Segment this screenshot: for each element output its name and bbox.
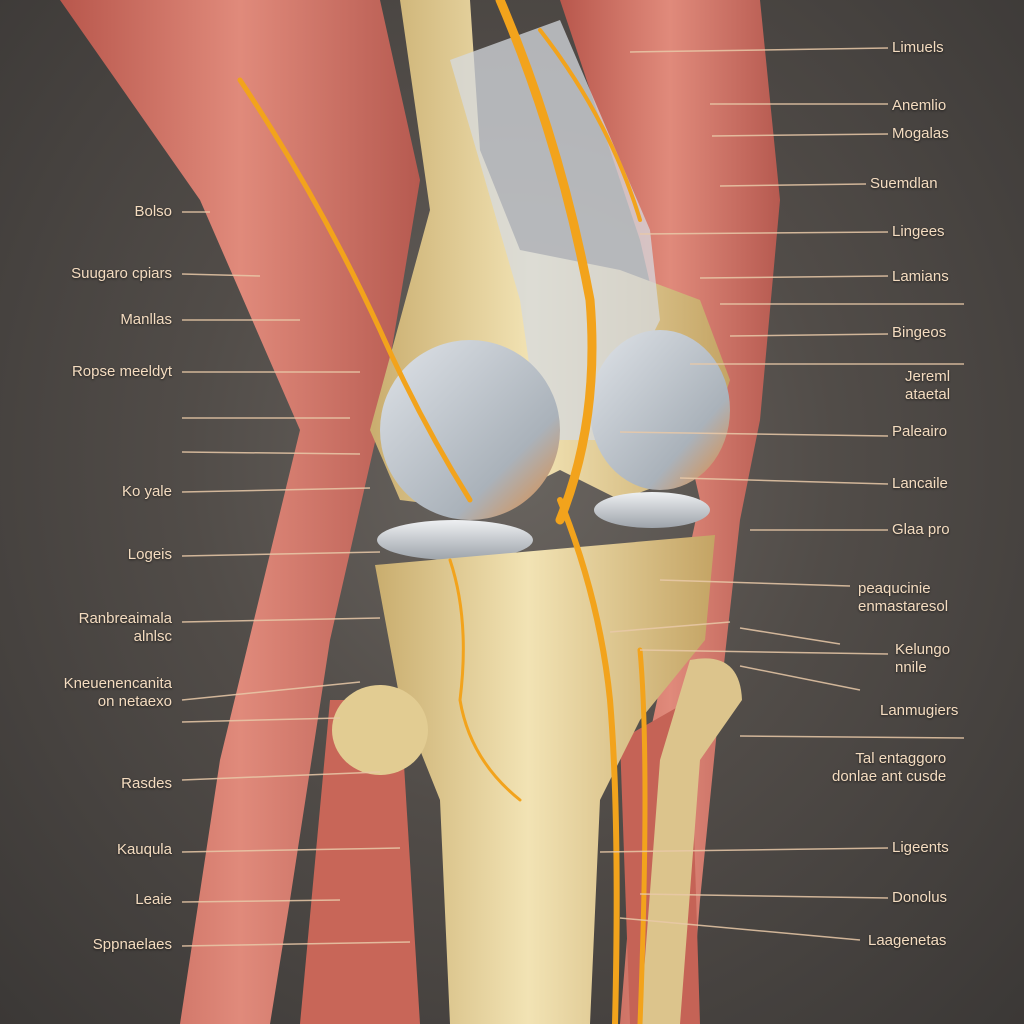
leader-right-13	[659, 579, 851, 587]
thigh-muscle-left	[60, 0, 420, 1024]
label-right-3: Mogalas	[892, 125, 949, 142]
label-left-6: Logeis	[127, 546, 172, 563]
label-left-4: Ropse meeldyt	[71, 363, 172, 380]
tibia-bone	[375, 535, 715, 1024]
nerve-branch-3	[448, 558, 522, 802]
lateral-meniscus	[594, 492, 710, 528]
leader-lines	[181, 47, 965, 947]
leader-right-3	[711, 133, 889, 137]
leader-right-18	[739, 735, 965, 739]
label-right-2: Anemlio	[892, 97, 947, 114]
leader-right-21	[619, 917, 861, 941]
label-left-7-line1: Ranbreaimala	[78, 610, 172, 627]
label-left-12: Sppnaelaes	[92, 936, 172, 953]
label-left-9: Rasdes	[121, 775, 172, 792]
leader-right-16	[639, 649, 889, 655]
label-right-12-line1: peaqucinie	[858, 580, 931, 597]
medial-condyle-cartilage	[380, 340, 560, 520]
leader-left-15	[181, 941, 411, 947]
leader-left-6	[181, 451, 361, 455]
leader-right-20	[639, 893, 889, 899]
nerve-branch-4	[538, 28, 642, 222]
label-right-4: Suemdlan	[870, 175, 938, 192]
label-right-13-line2: nnile	[895, 659, 927, 676]
nerve-branch-2	[557, 497, 620, 1024]
leader-left-9	[181, 617, 381, 623]
nerve-group	[237, 0, 648, 1024]
label-right-10: Lancaile	[892, 475, 948, 492]
nerve-branch-5	[637, 647, 648, 1024]
leader-right-11	[679, 477, 889, 485]
leader-left-12	[181, 771, 381, 781]
label-right-13-line1: Kelungo	[895, 641, 951, 658]
label-left-2: Suugaro cpiars	[71, 265, 172, 282]
leader-left-13	[181, 847, 401, 853]
leader-right-17	[739, 665, 861, 691]
label-left-1: Bolso	[134, 203, 172, 220]
label-right-15-line2: donlae ant cusde	[832, 768, 947, 785]
leader-left-8	[181, 551, 381, 557]
leader-right-14	[609, 621, 731, 633]
label-right-12-line2: enmastaresol	[858, 598, 949, 615]
label-right-15: Tal entaggoro donlae ant cusde	[832, 750, 946, 786]
leader-right-10	[619, 431, 889, 437]
label-right-9: Paleairo	[892, 423, 948, 440]
nerve-main	[495, 0, 597, 525]
label-right-8-line2: ataetal	[905, 386, 951, 403]
medial-meniscus	[377, 520, 533, 560]
leader-left-10	[181, 681, 361, 701]
tibial-head-left	[332, 685, 428, 775]
label-right-14: Lanmugiers	[880, 702, 959, 719]
label-right-13: Kelungo nnile	[895, 641, 950, 677]
leader-right-1	[629, 47, 889, 53]
label-left-7: Ranbreaimala alnlsc	[79, 610, 172, 646]
leader-left-11	[181, 717, 341, 723]
label-left-11: Leaie	[135, 891, 172, 908]
leader-left-14	[181, 899, 341, 903]
label-left-8-line1: Kneuenencanita	[63, 675, 172, 692]
ligament-sheath	[450, 20, 660, 440]
leader-right-5	[639, 231, 889, 235]
label-right-18: Laagenetas	[868, 932, 947, 949]
leader-right-4	[719, 183, 867, 187]
lateral-condyle-cartilage	[590, 330, 730, 490]
label-right-6: Lamians	[892, 268, 949, 285]
leader-right-6	[699, 275, 889, 279]
label-right-8: Jereml ataetal	[905, 368, 950, 404]
leader-right-15	[739, 627, 841, 645]
label-left-7-line2: alnlsc	[133, 628, 172, 645]
leader-left-2	[181, 273, 261, 277]
fibula-bone	[640, 658, 742, 1024]
label-right-17: Donolus	[892, 889, 948, 906]
label-left-8-line2: on netaexo	[97, 693, 172, 710]
leader-right-8	[729, 333, 889, 337]
label-right-12: peaqucinie enmastaresol	[858, 580, 948, 616]
label-left-5: Ko yale	[121, 483, 172, 500]
label-left-3: Manllas	[120, 311, 172, 328]
label-left-8: Kneuenencanita on netaexo	[64, 675, 172, 711]
label-right-16: Ligeents	[892, 839, 949, 856]
leader-right-19	[599, 847, 889, 853]
label-right-7: Bingeos	[892, 324, 947, 341]
nerve-branch-1	[237, 77, 473, 503]
thigh-muscle-right	[560, 0, 780, 1024]
label-left-10: Kauqula	[116, 841, 172, 858]
label-right-1: Limuels	[892, 39, 944, 56]
label-right-15-line1: Tal entaggoro	[855, 750, 947, 767]
label-right-5: Lingees	[892, 223, 945, 240]
label-right-11: Glaa pro	[892, 521, 950, 538]
label-right-8-line1: Jereml	[905, 368, 951, 385]
leader-left-7	[181, 487, 371, 493]
